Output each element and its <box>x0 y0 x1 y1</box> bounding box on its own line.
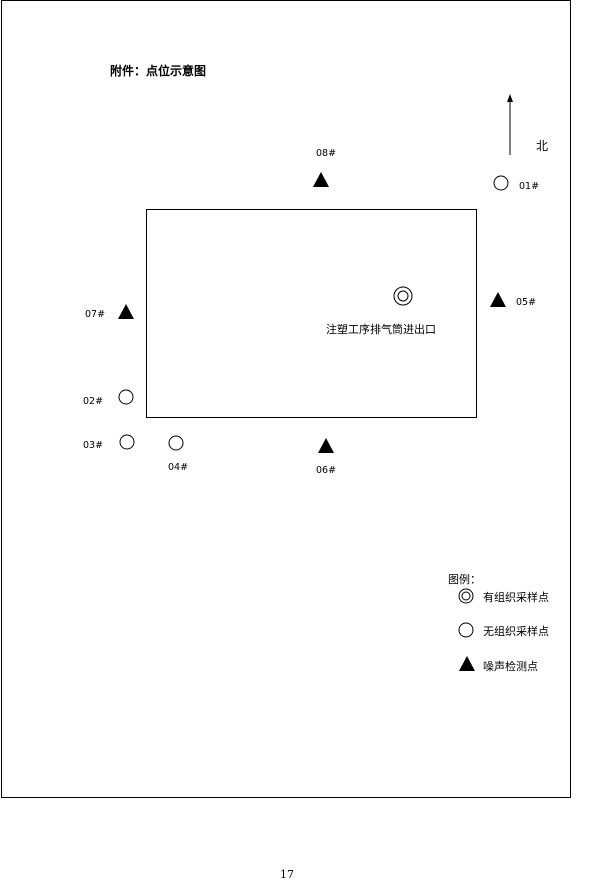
legend-organized-icon <box>458 588 474 604</box>
north-label: 北 <box>536 139 549 153</box>
legend-noise-label: 噪声检测点 <box>483 660 538 673</box>
legend-title: 图例： <box>448 573 481 586</box>
point-label-03: 03# <box>83 440 104 451</box>
legend-organized-label: 有组织采样点 <box>483 591 549 604</box>
exhaust-stack-caption: 注塑工序排气筒进出口 <box>326 323 436 336</box>
organized-point-exhaust-icon <box>393 286 413 306</box>
point-label-05: 05# <box>516 297 537 308</box>
unorganized-point-03-icon <box>119 434 135 450</box>
legend-unorganized-label: 无组织采样点 <box>483 625 549 638</box>
noise-point-06-icon <box>318 438 334 453</box>
legend-unorganized-icon <box>458 622 474 638</box>
unorganized-point-02-icon <box>118 389 134 405</box>
legend-noise-icon <box>459 656 475 671</box>
unorganized-point-04-icon <box>168 435 184 451</box>
page-number: 17 <box>280 868 294 881</box>
point-label-06: 06# <box>316 465 337 476</box>
point-label-01: 01# <box>519 181 540 192</box>
north-arrow-icon <box>507 94 513 155</box>
diagram-frame <box>1 0 571 798</box>
diagram-title: 附件：点位示意图 <box>110 64 207 78</box>
noise-point-08-icon <box>313 172 329 187</box>
building-outline <box>146 209 477 418</box>
point-label-04: 04# <box>168 462 189 473</box>
noise-point-07-icon <box>118 304 134 319</box>
unorganized-point-01-icon <box>493 175 509 191</box>
noise-point-05-icon <box>490 292 506 307</box>
point-label-08: 08# <box>316 148 337 159</box>
point-label-07: 07# <box>85 309 106 320</box>
point-label-02: 02# <box>83 396 104 407</box>
